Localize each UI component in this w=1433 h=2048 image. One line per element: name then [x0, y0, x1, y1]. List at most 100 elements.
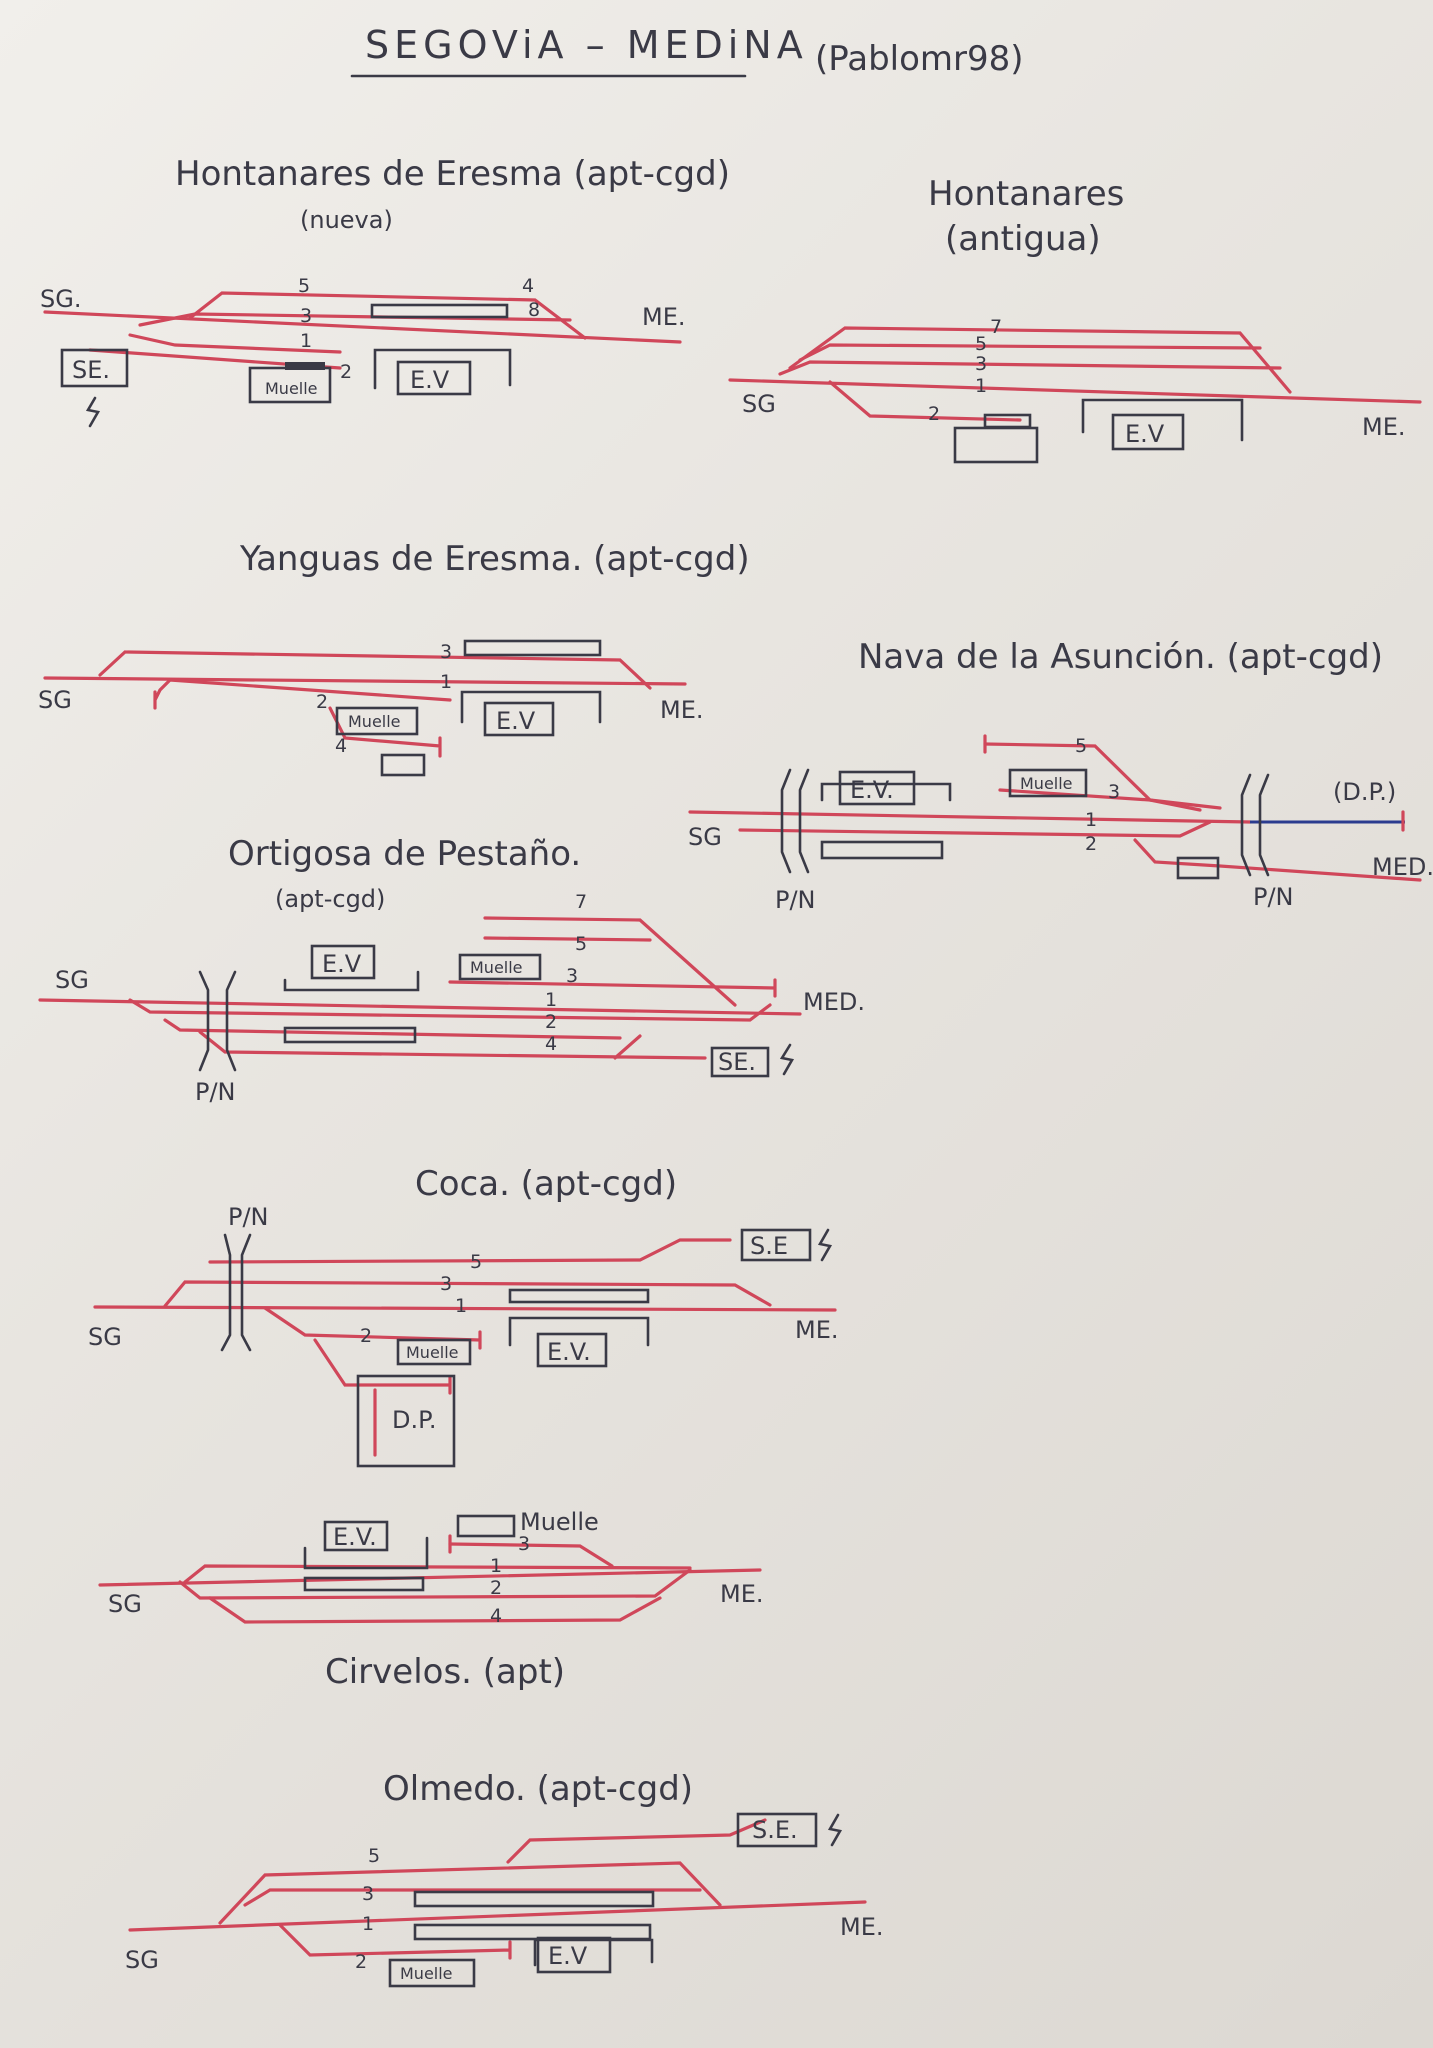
- ev-box: [483, 701, 555, 737]
- dp-box: [356, 1374, 456, 1468]
- small-box: [380, 753, 426, 777]
- track-5: [798, 343, 1262, 362]
- direction-left: SG: [55, 966, 89, 994]
- power-icon: [817, 1228, 833, 1262]
- track-main: [128, 1900, 867, 1932]
- ev-bracket: [820, 782, 952, 802]
- track-label-2: 2: [360, 1325, 372, 1347]
- power-icon: [85, 396, 101, 428]
- track-label-3: 3: [566, 965, 578, 987]
- track-main: [43, 676, 687, 686]
- track-label-3: 3: [518, 1533, 530, 1555]
- station-name: Yanguas de Eresma. (apt-cgd): [239, 539, 750, 579]
- pn-label-2: P/N: [1253, 883, 1294, 911]
- station-name: Nava de la Asunción. (apt-cgd): [858, 637, 1383, 677]
- muelle-box: [388, 1958, 476, 1988]
- se-box: [736, 1812, 818, 1848]
- ev-bracket: [303, 1536, 429, 1570]
- track-1: [128, 998, 772, 1022]
- direction-left: SG: [688, 823, 722, 851]
- track-5: [506, 1818, 767, 1864]
- station-olmedo: Olmedo. (apt-cgd) SG ME. 5 3 1 2 Muelle …: [125, 1769, 884, 1988]
- track-label-5: 5: [368, 1845, 380, 1867]
- track-label-4: 4: [545, 1033, 557, 1055]
- track-2: [278, 1923, 512, 1960]
- track-label-1: 1: [455, 1295, 467, 1317]
- se-label: S.E.: [752, 1816, 798, 1844]
- track-2: [163, 1018, 622, 1040]
- track-label-2: 2: [340, 361, 352, 383]
- track-label-8: 8: [528, 299, 540, 321]
- ev-box: [536, 1332, 608, 1368]
- track-1: [243, 1888, 702, 1907]
- station-hontanares-nueva: Hontanares de Eresma (apt-cgd) (nueva) S…: [40, 154, 730, 428]
- se-label: S.E: [750, 1232, 788, 1260]
- level-crossing-2: [1240, 773, 1270, 877]
- level-crossing-1: [780, 768, 810, 874]
- track-1: [183, 1564, 692, 1584]
- power-icon: [827, 1813, 843, 1847]
- track-label-5: 5: [470, 1251, 482, 1273]
- track-2: [738, 820, 1212, 838]
- pn-label-1: P/N: [775, 886, 816, 914]
- muelle-label: Muelle: [1020, 774, 1073, 793]
- ev-label: E.V: [410, 366, 450, 394]
- track-label-5: 5: [975, 333, 987, 355]
- track-label-3: 3: [440, 1273, 452, 1295]
- platform: [283, 1026, 417, 1044]
- ev-box: [536, 1936, 612, 1974]
- direction-right: ME.: [1362, 413, 1406, 441]
- station-cirvelos: SG ME. 3 1 2 4 E.V. Muelle Cirvelos. (ap…: [98, 1508, 764, 1692]
- track-main: [98, 1568, 762, 1587]
- muelle-dock: [285, 362, 325, 370]
- track-main: [93, 1305, 837, 1312]
- muelle-label: Muelle: [348, 712, 401, 731]
- platform: [463, 639, 602, 657]
- track-3: [448, 1542, 614, 1568]
- ev-bracket: [533, 1938, 654, 1967]
- direction-left: SG: [742, 390, 776, 418]
- direction-left: SG: [38, 686, 72, 714]
- platform-1: [413, 1890, 655, 1908]
- track-label-7: 7: [990, 316, 1002, 338]
- station-subtitle: (apt-cgd): [275, 885, 385, 913]
- ev-label: E.V: [1125, 420, 1165, 448]
- ev-bracket: [373, 348, 512, 390]
- se-label: SE.: [718, 1048, 756, 1076]
- track-2: [828, 380, 1022, 422]
- direction-right: MED.: [803, 988, 865, 1016]
- ev-box: [310, 944, 376, 980]
- ev-bracket: [460, 690, 602, 724]
- track-label-3: 3: [362, 1883, 374, 1905]
- track-spur: [1133, 838, 1422, 882]
- muelle-label: Muelle: [265, 379, 318, 398]
- muelle-box: [953, 426, 1039, 464]
- ev-bracket: [508, 1316, 650, 1347]
- station-name: Coca. (apt-cgd): [415, 1164, 677, 1204]
- track-label-1: 1: [362, 1913, 374, 1935]
- track-label-5: 5: [298, 275, 310, 297]
- station-subtitle: (antigua): [945, 219, 1101, 259]
- track-4: [328, 706, 442, 758]
- track-3: [218, 1861, 722, 1925]
- station-hontanares-antigua: Hontanares (antigua) SG ME. 7 5 3 1 2 E.…: [728, 174, 1422, 464]
- track-label-1: 1: [440, 671, 452, 693]
- author-label: (Pablomr98): [815, 39, 1024, 79]
- track-label-2: 2: [545, 1011, 557, 1033]
- ev-box: [838, 770, 916, 806]
- track-4: [128, 333, 342, 354]
- track-label-1: 1: [300, 330, 312, 352]
- muelle-box: [335, 706, 419, 736]
- ev-label: E.V: [496, 707, 536, 735]
- muelle-box: [1008, 768, 1088, 798]
- ev-box: [323, 1520, 389, 1552]
- level-crossing: [198, 970, 237, 1072]
- track-label-1: 1: [975, 375, 987, 397]
- platform: [303, 1576, 425, 1592]
- muelle-label: Muelle: [520, 1508, 599, 1536]
- level-crossing: [220, 1233, 252, 1352]
- station-ortigosa: Ortigosa de Pestaño. (apt-cgd) SG MED. 7…: [38, 834, 865, 1106]
- track-label-2: 2: [316, 691, 328, 713]
